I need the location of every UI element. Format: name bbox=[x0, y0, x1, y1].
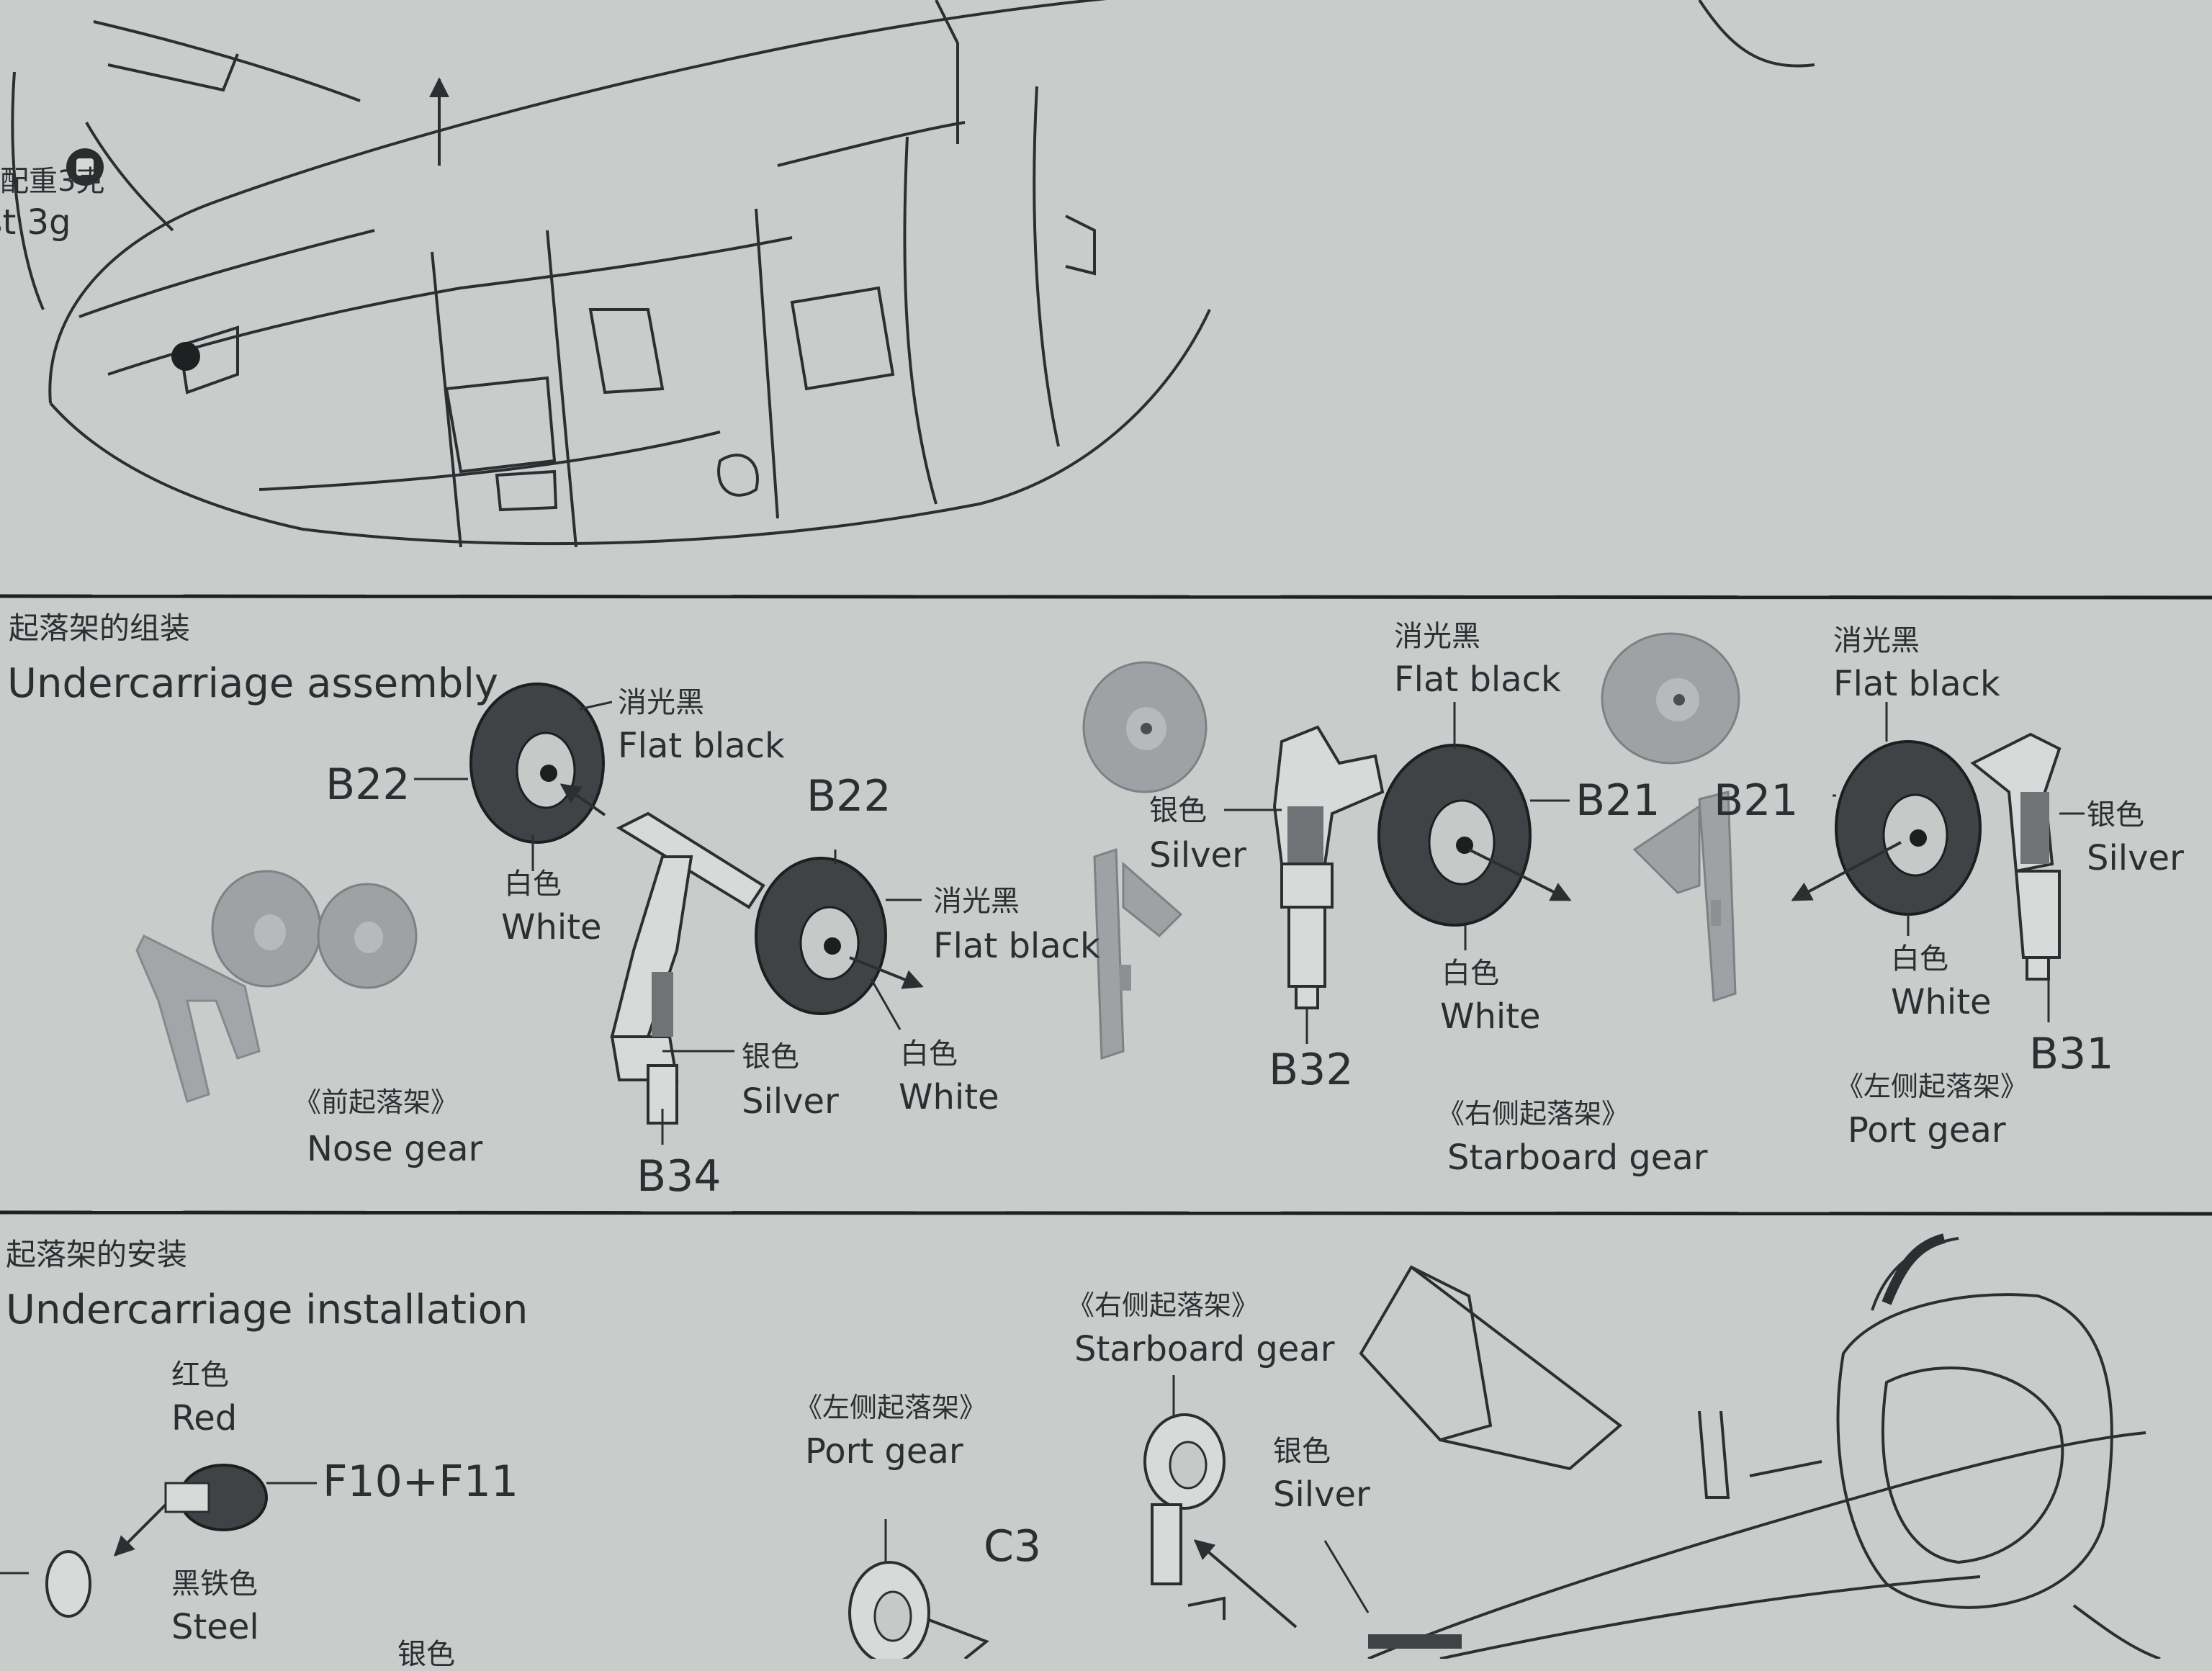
nose2-white-cn: 白色 bbox=[900, 1037, 958, 1071]
part-b21-port: B21 bbox=[1714, 775, 1799, 826]
nose-gear-plastic-parts bbox=[135, 870, 418, 1103]
starboard-gear-caption-cn: 《右侧起落架》 bbox=[1437, 1098, 1629, 1130]
port-flat-black-cn: 消光黑 bbox=[1833, 624, 1920, 657]
section-divider-1 bbox=[0, 594, 2212, 600]
nose-gear-wheel-b22-right bbox=[755, 857, 887, 1015]
installation-starboard-gear-drawing bbox=[1143, 1375, 1462, 1649]
antenna-drawing bbox=[1881, 1233, 1946, 1305]
install-silver-cn: 银色 bbox=[1273, 1435, 1331, 1468]
nose2-flat-black-cn: 消光黑 bbox=[933, 885, 1020, 918]
installation-title-en: Undercarriage installation bbox=[6, 1287, 529, 1333]
weight-icon-glyph bbox=[76, 158, 94, 176]
assembly-title-cn: 起落架的组装 bbox=[9, 611, 191, 646]
part-b32: B32 bbox=[1269, 1045, 1354, 1095]
nose2-white-en: White bbox=[899, 1077, 999, 1117]
port-gear-caption-en: Port gear bbox=[1848, 1110, 2006, 1150]
ballast-label-en: Ballast 3g bbox=[0, 202, 71, 243]
label-leader-lines bbox=[414, 701, 2085, 1145]
install-port-caption-en: Port gear bbox=[805, 1431, 963, 1472]
port-silver-cn: 银色 bbox=[2087, 798, 2144, 832]
install-red-en: Red bbox=[171, 1398, 238, 1438]
install-silver-en: Silver bbox=[1273, 1474, 1370, 1515]
helicopter-fuselage-drawing bbox=[11, 0, 1815, 548]
install-starboard-caption-cn: 《右侧起落架》 bbox=[1067, 1289, 1259, 1321]
nose-silver-cn: 银色 bbox=[742, 1040, 799, 1073]
part-c3: C3 bbox=[984, 1521, 1042, 1572]
install-starboard-caption-en: Starboard gear bbox=[1074, 1329, 1335, 1369]
starboard-gear-strut-b32 bbox=[1272, 725, 1385, 1009]
part-b21-starboard: B21 bbox=[1575, 775, 1660, 826]
nose-white-en: White bbox=[501, 907, 602, 947]
install-steel-en: Steel bbox=[171, 1607, 259, 1647]
part-b31: B31 bbox=[2029, 1029, 2114, 1079]
starboard-flat-black-cn: 消光黑 bbox=[1394, 620, 1480, 653]
part-b34: B34 bbox=[637, 1151, 721, 1202]
nose-flat-black-cn: 消光黑 bbox=[618, 686, 704, 719]
installation-tail-drawing bbox=[1187, 1237, 2161, 1659]
install-steel-cn: 黑铁色 bbox=[171, 1567, 258, 1600]
install-red-cn: 红色 bbox=[171, 1359, 229, 1392]
assembly-title-en: Undercarriage assembly bbox=[7, 660, 499, 707]
starboard-gear-plastic-wheel bbox=[1082, 661, 1208, 793]
ballast-label-cn: 配重3克 bbox=[0, 165, 105, 198]
install-silver-cn-cut: 银色 bbox=[397, 1638, 455, 1671]
nose-silver-en: Silver bbox=[742, 1081, 839, 1122]
starboard-flat-black-en: Flat black bbox=[1394, 659, 1561, 700]
starboard-silver-en: Silver bbox=[1149, 835, 1246, 875]
section-divider-2 bbox=[0, 1210, 2212, 1216]
nose-gear-caption-en: Nose gear bbox=[307, 1129, 483, 1169]
starboard-gear-wheel-b21 bbox=[1377, 744, 1532, 927]
nose2-flat-black-en: Flat black bbox=[933, 926, 1100, 966]
installation-title-cn: 起落架的安装 bbox=[6, 1237, 188, 1272]
starboard-gear-caption-en: Starboard gear bbox=[1447, 1138, 1708, 1178]
starboard-white-cn: 白色 bbox=[1442, 957, 1499, 990]
port-gear-plastic-wheel bbox=[1601, 632, 1740, 765]
port-white-en: White bbox=[1891, 982, 1992, 1022]
part-f10-f11: F10+F11 bbox=[323, 1456, 518, 1507]
part-b22-right: B22 bbox=[806, 771, 891, 821]
port-gear-caption-cn: 《左侧起落架》 bbox=[1836, 1071, 2028, 1102]
ballast-weight-marker bbox=[171, 342, 200, 371]
port-gear-strut-b31 bbox=[1970, 732, 2062, 981]
installation-port-gear-drawing bbox=[848, 1519, 989, 1659]
port-white-cn: 白色 bbox=[1891, 942, 1948, 976]
port-flat-black-en: Flat black bbox=[1833, 664, 2000, 704]
nose-flat-black-en: Flat black bbox=[618, 726, 785, 766]
port-gear-plastic-strut bbox=[1632, 791, 1737, 1003]
nose-gear-caption-cn: 《前起落架》 bbox=[294, 1086, 459, 1118]
port-gear-wheel-b21 bbox=[1835, 740, 1982, 916]
nose-gear-strut-b34 bbox=[610, 811, 765, 1125]
nose-white-cn: 白色 bbox=[504, 868, 562, 901]
part-b22-left: B22 bbox=[325, 760, 410, 810]
installation-red-part-f10-f11 bbox=[45, 1464, 317, 1618]
starboard-white-en: White bbox=[1440, 996, 1541, 1037]
install-port-caption-cn: 《左侧起落架》 bbox=[795, 1392, 987, 1423]
starboard-silver-cn: 银色 bbox=[1149, 794, 1207, 827]
port-silver-en: Silver bbox=[2087, 838, 2184, 878]
starboard-gear-plastic-strut bbox=[1093, 847, 1183, 1060]
